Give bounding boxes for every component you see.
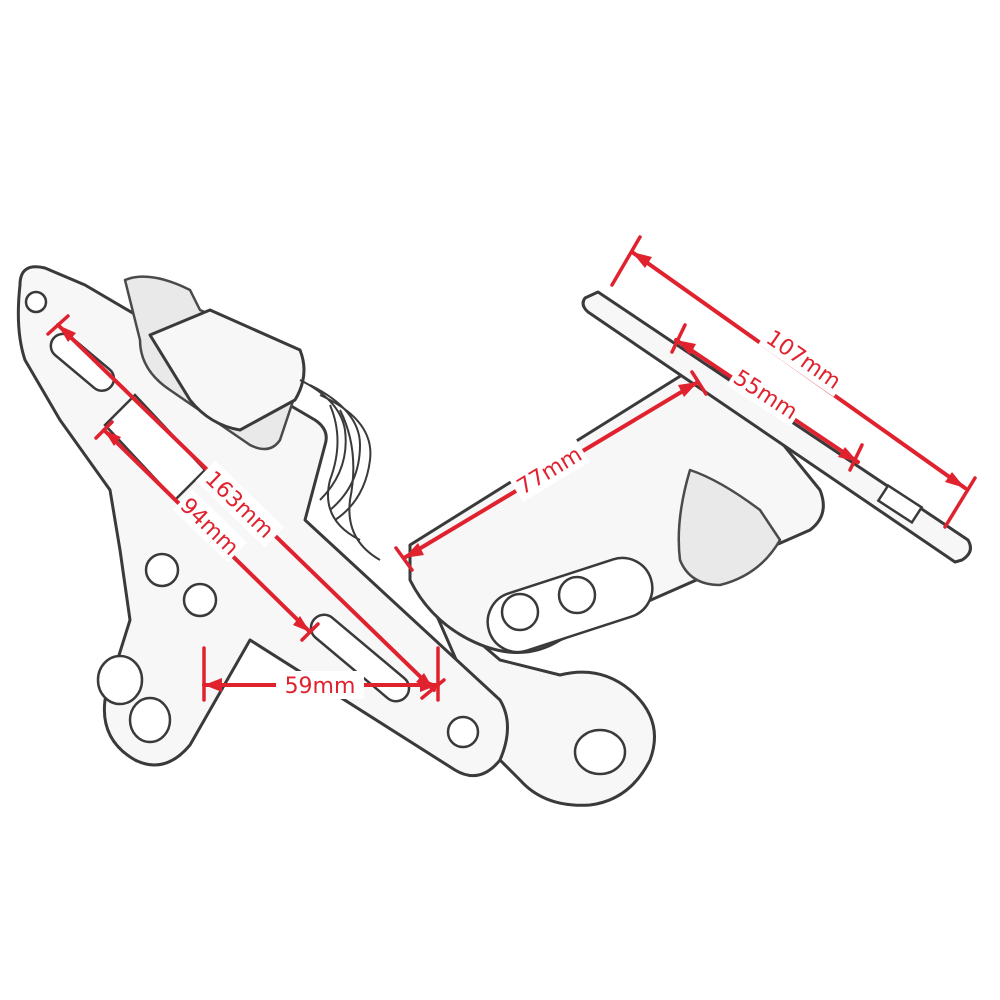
wire-bundle (299, 379, 381, 561)
bracket-bolt-2 (182, 582, 218, 618)
bracket-bolt-3 (446, 715, 480, 749)
bracket-illustration (16, 265, 972, 807)
upper-slot (49, 332, 116, 392)
arm-bolt-2 (557, 575, 597, 615)
side-slot (309, 613, 411, 703)
arm-bolt-1 (500, 592, 540, 632)
lower-hole-2 (128, 696, 172, 744)
label-bracket-width: 59mm (285, 674, 356, 699)
swing-arm-side (677, 468, 782, 587)
top-corner-hole (24, 290, 48, 314)
dim-bracket-width: 59mm (202, 646, 440, 702)
tail-mount-hole (573, 728, 627, 776)
plate-slot (876, 483, 924, 525)
plate-mount (581, 290, 972, 564)
pivot-block (148, 308, 306, 432)
bracket-bolt-1 (144, 552, 180, 588)
lower-hole-1 (96, 654, 144, 706)
